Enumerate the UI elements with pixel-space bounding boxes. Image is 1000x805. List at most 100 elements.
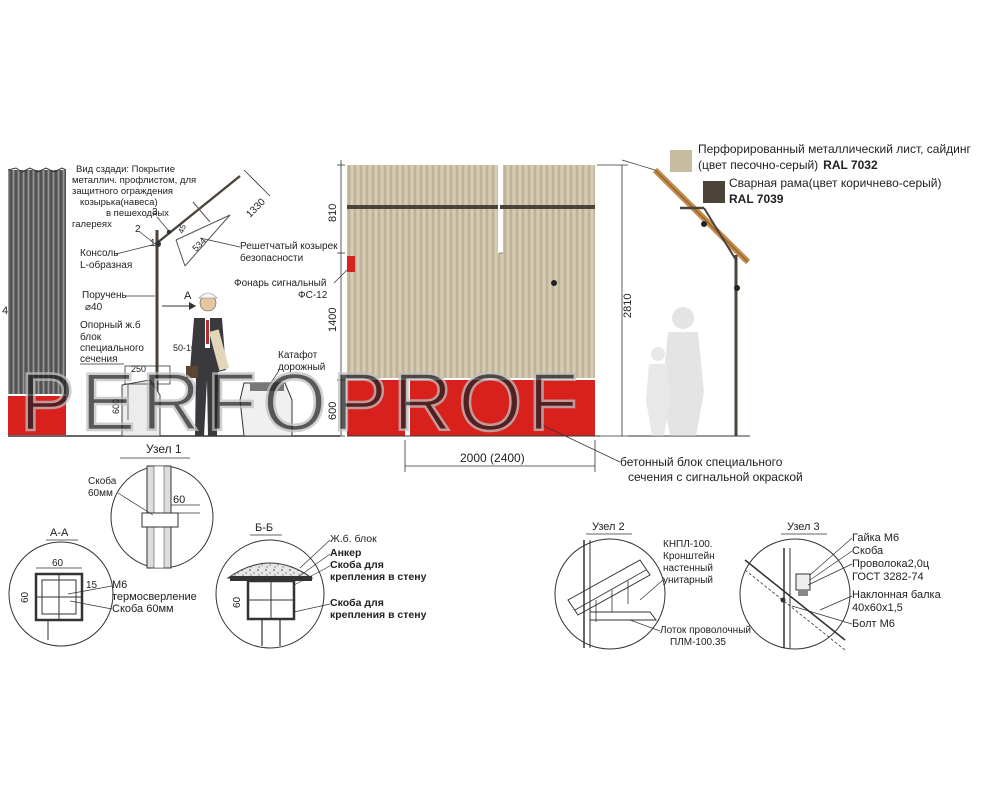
rear-view-line-3: защитного ограждения bbox=[72, 186, 173, 197]
node2: Узел 2 КНПЛ-100. Кронштейн настенный уни… bbox=[554, 521, 751, 650]
node1-number-2: 2 bbox=[135, 224, 141, 235]
reflector-label-2: дорожный bbox=[278, 362, 325, 373]
dim-1330: 1330 bbox=[244, 196, 268, 220]
node2-bracket-4: унитарный bbox=[663, 575, 713, 586]
rear-view-line-4: козырька(навеса) bbox=[80, 197, 158, 208]
legend-sheet-swatch bbox=[670, 150, 692, 172]
bb-label-bracket1-b: крепления в стену bbox=[330, 571, 427, 583]
reflector-block bbox=[239, 382, 293, 437]
node3-gost: ГОСТ 3282-74 bbox=[852, 571, 924, 583]
support-block-label-4: сечения bbox=[80, 354, 118, 365]
handrail-label-2: ⌀40 bbox=[85, 302, 103, 313]
rear-view-line-2: металлич. профлистом, для bbox=[72, 175, 196, 186]
dim-534: 534 bbox=[190, 236, 208, 254]
rear-corrugated-wall bbox=[8, 170, 66, 395]
node2-bracket-3: настенный bbox=[663, 563, 713, 574]
node3-nut: Гайка М6 bbox=[852, 532, 899, 544]
dim-250: 250 bbox=[131, 364, 146, 374]
aa-dim-60-side: 60 bbox=[20, 591, 31, 603]
handrail-label-1: Поручень bbox=[82, 290, 127, 301]
dim-45: 45 bbox=[176, 223, 188, 235]
aa-label-bracket: Скоба 60мм bbox=[112, 603, 174, 615]
wall-panel bbox=[347, 253, 595, 378]
frame-bar bbox=[347, 205, 595, 209]
section-mark-a: А bbox=[184, 290, 192, 302]
reflector-label-1: Катафот bbox=[278, 349, 318, 361]
dim-810: 810 bbox=[327, 204, 339, 222]
aa-label-drilling: термосверление bbox=[112, 591, 197, 603]
support-block-label-3: специального bbox=[80, 343, 144, 354]
section-bb: Б-Б 60 Ж.б. блок Анкер Скоба для креплен… bbox=[215, 522, 427, 649]
bracket-label-1: Скоба bbox=[88, 475, 117, 487]
side-view-right bbox=[621, 159, 751, 437]
bb-label-anchor: Анкер bbox=[330, 547, 361, 559]
rear-red-block bbox=[8, 395, 66, 435]
console-label-2: L-образная bbox=[80, 259, 132, 271]
rear-view-line-6: галереях bbox=[72, 219, 112, 230]
legend-sheet-line1: Перфорированный металлический лист, сайд… bbox=[698, 142, 972, 156]
aa-dim-60-top: 60 bbox=[52, 558, 64, 569]
legend-frame-ral: RAL 7039 bbox=[729, 192, 784, 206]
dim-width: 2000 (2400) bbox=[460, 451, 525, 465]
bracket-detail: 60 Скоба 60мм bbox=[88, 465, 214, 569]
legend-frame-line1: Сварная рама(цвет коричнево-серый) bbox=[729, 176, 941, 190]
lamp-label-1: Фонарь сигнальный bbox=[234, 278, 326, 289]
section-aa: А-А 60 60 15 М6 термосверление Скоба 60м… bbox=[8, 527, 197, 647]
person-figure bbox=[186, 292, 230, 436]
front-elevation: 810 1400 600 2810 2000 (2400) бетонный б… bbox=[327, 160, 803, 484]
bracket-dim-60: 60 bbox=[173, 494, 185, 506]
lamp-label-2: ФС-12 bbox=[298, 290, 328, 301]
legend-sheet-line2: (цвет песочно-серый)RAL 7032 bbox=[698, 158, 878, 172]
watermark: PERFOPROF bbox=[20, 357, 584, 448]
node2-tray-2: ПЛМ-100.35 bbox=[670, 637, 726, 648]
dim-50-100: 50-100 bbox=[173, 343, 201, 353]
bracket-label-2: 60мм bbox=[88, 488, 113, 499]
red-block-1 bbox=[347, 380, 405, 436]
signal-lamp bbox=[347, 256, 355, 272]
bb-dim-60: 60 bbox=[232, 596, 243, 608]
node2-bracket-2: Кронштейн bbox=[663, 551, 715, 562]
bb-label-bracket2-b: крепления в стену bbox=[330, 609, 427, 621]
aa-label-m6: М6 bbox=[112, 579, 127, 591]
node2-tray-1: Лоток проволочный bbox=[660, 625, 751, 636]
bb-label-bracket2-a: Скоба для bbox=[330, 597, 384, 609]
legend: Перфорированный металлический лист, сайд… bbox=[670, 142, 972, 206]
block-note-2: сечения с сигнальной окраской bbox=[628, 470, 803, 484]
canopy-label-2: безопасности bbox=[240, 252, 303, 264]
bb-label-bracket1-a: Скоба для bbox=[330, 559, 384, 571]
node1-number-3: 3 bbox=[152, 207, 158, 218]
support-block-label-1: Опорный ж.б bbox=[80, 319, 141, 331]
node3-bracket: Скоба bbox=[852, 545, 884, 557]
dim-2810: 2810 bbox=[622, 294, 634, 318]
node1-number-1: 1 bbox=[150, 238, 156, 249]
node2-title: Узел 2 bbox=[592, 521, 625, 533]
node3-beam: Наклонная балка bbox=[852, 589, 942, 601]
node3-bolt: Болт М6 bbox=[852, 618, 895, 630]
aa-dim-15: 15 bbox=[86, 580, 98, 591]
node3: Узел 3 Гайка М6 Скоба Проволока2,0ц ГОСТ… bbox=[739, 521, 942, 651]
bb-label-block: Ж.б. блок bbox=[330, 533, 377, 545]
section-bb-title: Б-Б bbox=[255, 522, 273, 534]
canopy-label-1: Решетчатый козырек bbox=[240, 241, 338, 252]
node3-beam-size: 40х60х1,5 bbox=[852, 602, 903, 614]
support-block-label-2: блок bbox=[80, 331, 102, 343]
node1-caption: Узел 1 bbox=[146, 442, 182, 456]
node2-bracket-1: КНПЛ-100. bbox=[663, 539, 713, 550]
rear-view-line-5: в пешеходных bbox=[106, 208, 169, 219]
people-silhouette bbox=[646, 307, 704, 436]
red-block-2 bbox=[410, 380, 595, 436]
node3-wire: Проволока2,0ц bbox=[852, 558, 930, 570]
node1-number-4: 4 bbox=[2, 305, 8, 317]
rear-view-line-1: Вид сздади: Покрытие bbox=[76, 164, 175, 175]
node3-title: Узел 3 bbox=[787, 521, 820, 533]
console-label-1: Консоль bbox=[80, 248, 118, 259]
legend-frame-swatch bbox=[703, 181, 725, 203]
dim-1400: 1400 bbox=[327, 308, 339, 332]
dim-600-elevation: 600 bbox=[327, 402, 339, 420]
dim-600-node1: 600 bbox=[111, 399, 121, 414]
block-note-1: бетонный блок специального bbox=[620, 455, 783, 469]
